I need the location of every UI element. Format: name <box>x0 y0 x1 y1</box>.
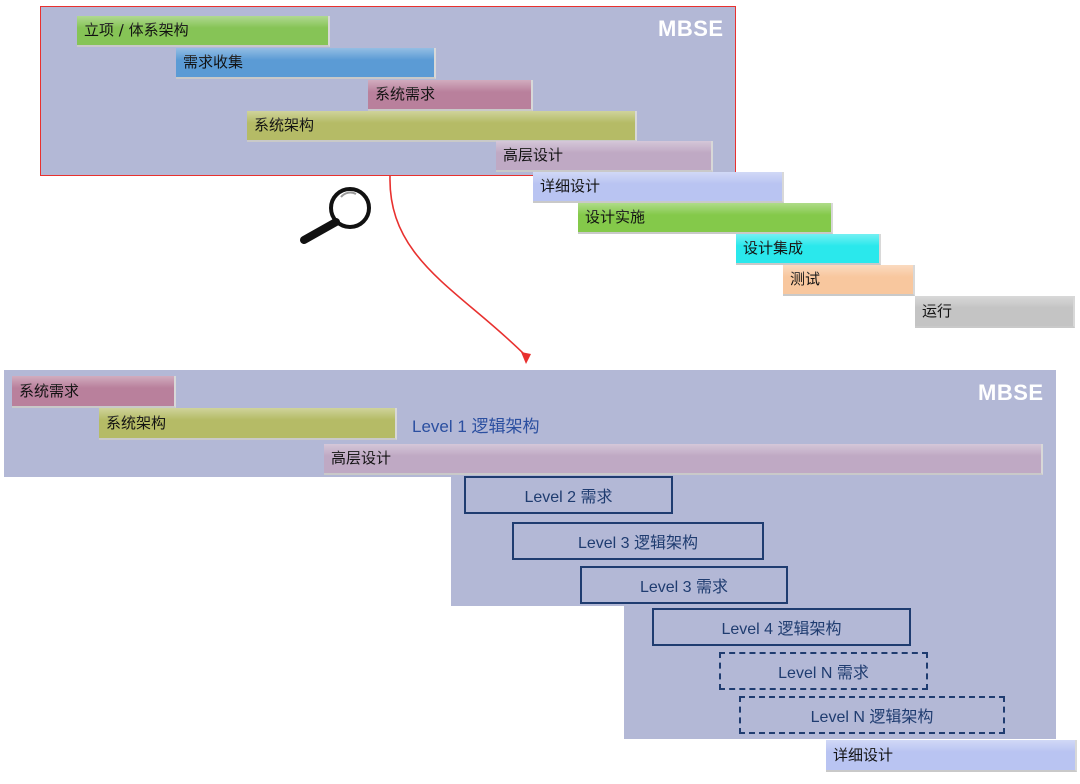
bottom-mbse-region-low <box>624 606 1056 739</box>
bottom-mbse-region-mid <box>451 477 1056 606</box>
top-bar-high-level-design: 高层设计 <box>496 141 713 172</box>
bar-label: 详细设计 <box>833 745 894 764</box>
bar-label: 需求收集 <box>183 53 244 71</box>
bar-label: 高层设计 <box>503 146 564 164</box>
bottom-bar-system-architecture: 系统架构 <box>99 408 397 440</box>
top-mbse-label: MBSE <box>658 16 724 41</box>
bottom-bar-system-requirements: 系统需求 <box>12 376 176 408</box>
bar-label: 系统需求 <box>19 381 80 400</box>
top-bar-testing: 测试 <box>783 265 915 296</box>
top-bar-system-architecture: 系统架构 <box>247 111 637 142</box>
top-bar-detailed-design: 详细设计 <box>533 172 784 203</box>
bar-label: 高层设计 <box>331 449 392 467</box>
bar-label: 设计集成 <box>743 239 804 257</box>
top-bar-project-architecture: 立项 / 体系架构 <box>77 16 330 47</box>
level1-logical-architecture-label: Level 1 逻辑架构 <box>412 417 540 436</box>
top-bar-system-requirements: 系统需求 <box>368 80 533 111</box>
level3-logical-architecture-box: Level 3 逻辑架构 <box>512 522 764 560</box>
bar-label: 详细设计 <box>540 177 601 195</box>
bottom-bar-high-level-design: 高层设计 <box>324 444 1043 475</box>
levelN-logical-architecture-box: Level N 逻辑架构 <box>739 696 1005 734</box>
top-bar-design-integration: 设计集成 <box>736 234 881 265</box>
bottom-mbse-label: MBSE <box>978 380 1044 405</box>
bar-label: 设计实施 <box>585 208 646 226</box>
bar-label: 测试 <box>790 270 821 288</box>
top-bar-design-implementation: 设计实施 <box>578 203 833 234</box>
bar-label: 系统架构 <box>106 413 167 432</box>
level3-requirements-box: Level 3 需求 <box>580 566 788 604</box>
bottom-bar-detailed-design: 详细设计 <box>826 740 1077 772</box>
magnifier-icon <box>300 187 371 244</box>
bar-label: 运行 <box>922 301 953 320</box>
top-bar-operation: 运行 <box>915 296 1075 328</box>
zoom-arrow <box>389 175 531 364</box>
level2-requirements-box: Level 2 需求 <box>464 476 673 514</box>
highlight-frame <box>40 6 736 176</box>
top-bar-requirement-collection: 需求收集 <box>176 48 436 79</box>
level4-logical-architecture-box: Level 4 逻辑架构 <box>652 608 911 646</box>
bar-label: 立项 / 体系架构 <box>84 21 189 39</box>
levelN-requirements-box: Level N 需求 <box>719 652 928 690</box>
bar-label: 系统需求 <box>375 85 436 103</box>
bar-label: 系统架构 <box>254 116 315 134</box>
